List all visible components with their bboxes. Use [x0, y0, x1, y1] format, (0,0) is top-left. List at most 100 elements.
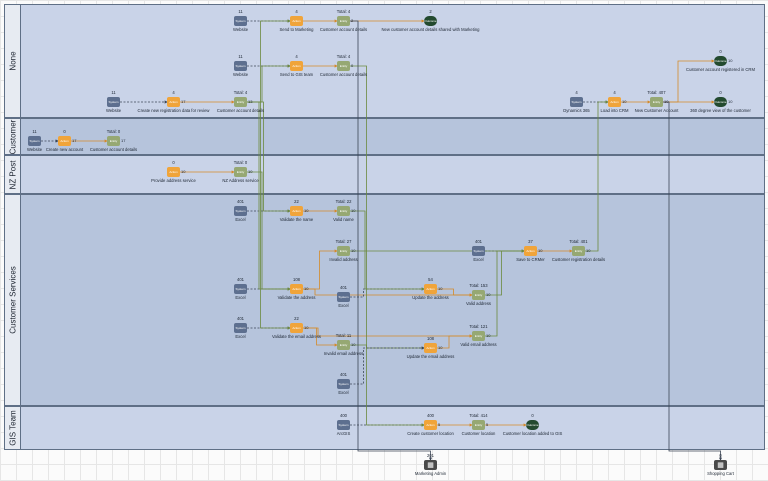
- node-count: 54: [428, 277, 433, 282]
- connector-ent_cad1-to-ext_mkt[interactable]: [350, 20, 433, 461]
- connector-ent_crd-to-act_crm[interactable]: [585, 100, 609, 252]
- node-caption: Customer account details: [319, 72, 368, 77]
- lane-customer[interactable]: Customer: [4, 118, 765, 155]
- node-ent_invaddr[interactable]: Entity: [337, 246, 350, 256]
- node-act_newacc[interactable]: Action: [58, 136, 71, 146]
- connector-ent_validemail-to-act_crmsave[interactable]: [485, 249, 525, 337]
- connector-act_updaddr-to-ent_validaddr[interactable]: [437, 288, 473, 297]
- connector-ent_cad3-to-act_valaddr[interactable]: [247, 101, 291, 291]
- node-ent_validaddr[interactable]: Entity: [472, 290, 485, 300]
- node-act_valemail[interactable]: Action: [290, 323, 303, 333]
- node-count: 11: [238, 9, 243, 14]
- connector-ent_cad3-to-act_valemail[interactable]: [247, 101, 291, 330]
- node-ent_nca[interactable]: Entity: [650, 97, 663, 107]
- node-ent_cad1[interactable]: Entity: [337, 16, 350, 26]
- connector-act_updemail-to-ent_validemail[interactable]: [437, 334, 473, 349]
- node-count: Total: 407: [647, 90, 666, 95]
- node-caption: Excel: [338, 303, 349, 308]
- node-act_mkt[interactable]: Action: [290, 16, 303, 26]
- node-ext_mkt[interactable]: ▦: [424, 460, 437, 470]
- connector-ent_cad3-to-act_valname[interactable]: [247, 101, 291, 213]
- lane-customerservices[interactable]: Customer Services: [4, 194, 765, 406]
- node-ent_validname[interactable]: Entity: [337, 206, 350, 216]
- connector-act_valemail-to-ent_validemail[interactable]: [303, 327, 473, 338]
- connector-ent_cad2-to-act_gisloc[interactable]: [350, 65, 425, 427]
- node-sys_excel4[interactable]: System: [234, 323, 247, 333]
- node-sys_arcgis[interactable]: System: [337, 420, 350, 430]
- node-out_crm[interactable]: Outcome: [714, 56, 727, 66]
- node-ent_nzaddr[interactable]: Entity: [234, 167, 247, 177]
- node-ext_shop[interactable]: ▦: [714, 460, 727, 470]
- node-sys_excel1[interactable]: System: [234, 206, 247, 216]
- node-count: 4: [575, 90, 578, 95]
- node-ent_custloc[interactable]: Entity: [472, 420, 485, 430]
- node-sys_web2[interactable]: System: [234, 61, 247, 71]
- node-caption: Customer account details: [89, 147, 138, 152]
- node-side-count: 17: [121, 138, 126, 143]
- node-sys_excel5[interactable]: System: [337, 379, 350, 389]
- node-ent_validemail[interactable]: Entity: [472, 331, 485, 341]
- node-caption: Validate the address: [277, 295, 316, 300]
- connector-ent_cad3-to-act_mkt[interactable]: [247, 19, 291, 103]
- node-count: Total: 401: [569, 239, 588, 244]
- node-act_valname[interactable]: Action: [290, 206, 303, 216]
- node-count: 401: [237, 199, 244, 204]
- connector-ent_validname-to-act_crmsave[interactable]: [350, 210, 525, 253]
- node-count: 22: [294, 199, 299, 204]
- node-side-count: 17: [72, 138, 77, 143]
- node-side-count: 10: [304, 286, 309, 291]
- node-sys_web1[interactable]: System: [234, 16, 247, 26]
- node-sys_excel2[interactable]: System: [234, 284, 247, 294]
- lane-label-none: None: [5, 5, 21, 117]
- node-sys_excel_r[interactable]: System: [472, 246, 485, 256]
- node-side-count: 10: [181, 169, 186, 174]
- connector-sys_excel3-to-act_updaddr[interactable]: [350, 287, 425, 298]
- node-side-count: 0: [351, 63, 354, 68]
- connector-ent_nzaddr-to-act_valaddr[interactable]: [247, 171, 291, 291]
- node-ent_cad2[interactable]: Entity: [337, 61, 350, 71]
- lane-gisteam[interactable]: GIS Team: [4, 406, 765, 450]
- connector-act_valaddr-to-ent_validaddr[interactable]: [303, 288, 473, 297]
- node-ent_cad4[interactable]: Entity: [107, 136, 120, 146]
- node-act_updaddr[interactable]: Action: [424, 284, 437, 294]
- lane-label-gisteam: GIS Team: [5, 407, 21, 449]
- node-count: 401: [237, 316, 244, 321]
- node-count: Total: 11: [335, 333, 352, 338]
- node-count: Total: 121: [469, 324, 488, 329]
- node-count: 0: [719, 90, 722, 95]
- connector-ent_nca-to-ext_shop[interactable]: [663, 101, 723, 461]
- node-ent_crd[interactable]: Entity: [572, 246, 585, 256]
- lane-nzpost[interactable]: NZ Post: [4, 155, 765, 194]
- node-act_crm[interactable]: Action: [608, 97, 621, 107]
- node-act_addr[interactable]: Action: [167, 167, 180, 177]
- node-count: Total: 0: [233, 160, 248, 165]
- node-act_valaddr[interactable]: Action: [290, 284, 303, 294]
- node-ent_cad3[interactable]: Entity: [234, 97, 247, 107]
- node-act_gisloc[interactable]: Action: [424, 420, 437, 430]
- node-count: 400: [427, 413, 434, 418]
- node-act_crmsave[interactable]: Action: [524, 246, 537, 256]
- node-sys_excel3[interactable]: System: [337, 292, 350, 302]
- node-caption: Send to GIS team: [279, 72, 314, 77]
- node-act_gis[interactable]: Action: [290, 61, 303, 71]
- node-act_review[interactable]: Action: [167, 97, 180, 107]
- node-out_mkt[interactable]: Outcome: [424, 16, 437, 26]
- connector-ent_invemail-to-act_updemail[interactable]: [350, 344, 425, 350]
- connector-sys_excel5-to-act_updemail[interactable]: [350, 346, 425, 385]
- connector-ent_nca-to-out_crm[interactable]: [663, 59, 715, 103]
- lane-none[interactable]: None: [4, 4, 765, 118]
- node-out_360[interactable]: Outcome: [714, 97, 727, 107]
- node-side-count: 10: [622, 99, 627, 104]
- connector-ent_invaddr-to-act_updaddr[interactable]: [350, 250, 425, 291]
- node-ent_invemail[interactable]: Entity: [337, 340, 350, 350]
- node-act_updemail[interactable]: Action: [424, 343, 437, 353]
- node-count: 0: [172, 160, 175, 165]
- node-sys_d365[interactable]: System: [570, 97, 583, 107]
- node-side-count: 17: [181, 99, 186, 104]
- node-sys_web3[interactable]: System: [107, 97, 120, 107]
- node-caption: NZ Address service: [222, 178, 259, 183]
- node-count: 2: [429, 9, 432, 14]
- node-sys_web4[interactable]: System: [28, 136, 41, 146]
- node-caption: New Customer Account: [634, 108, 679, 113]
- node-out_gis[interactable]: Outcome: [526, 420, 539, 430]
